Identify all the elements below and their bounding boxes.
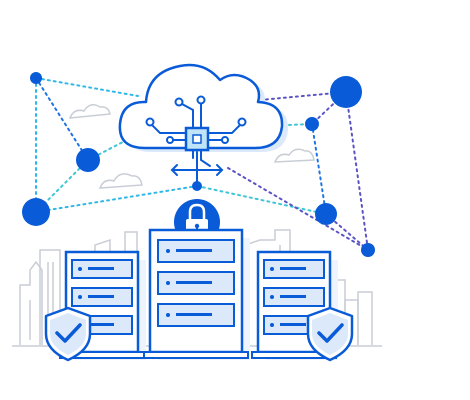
- shield-check-icon: [306, 306, 354, 362]
- network-node: [76, 148, 100, 172]
- server-rack-left: [59, 250, 146, 360]
- network-node: [330, 76, 362, 108]
- network-node: [361, 243, 375, 257]
- small-clouds: [68, 104, 315, 189]
- network-node: [192, 181, 202, 191]
- network-node: [30, 72, 42, 84]
- server-rack-center: [143, 228, 250, 360]
- network-nodes: [22, 72, 375, 257]
- network-node: [22, 198, 50, 226]
- shield-check-icon: [44, 306, 92, 362]
- network-node: [305, 117, 319, 131]
- cloud-chip-icon: [118, 63, 289, 185]
- network-node: [315, 203, 337, 225]
